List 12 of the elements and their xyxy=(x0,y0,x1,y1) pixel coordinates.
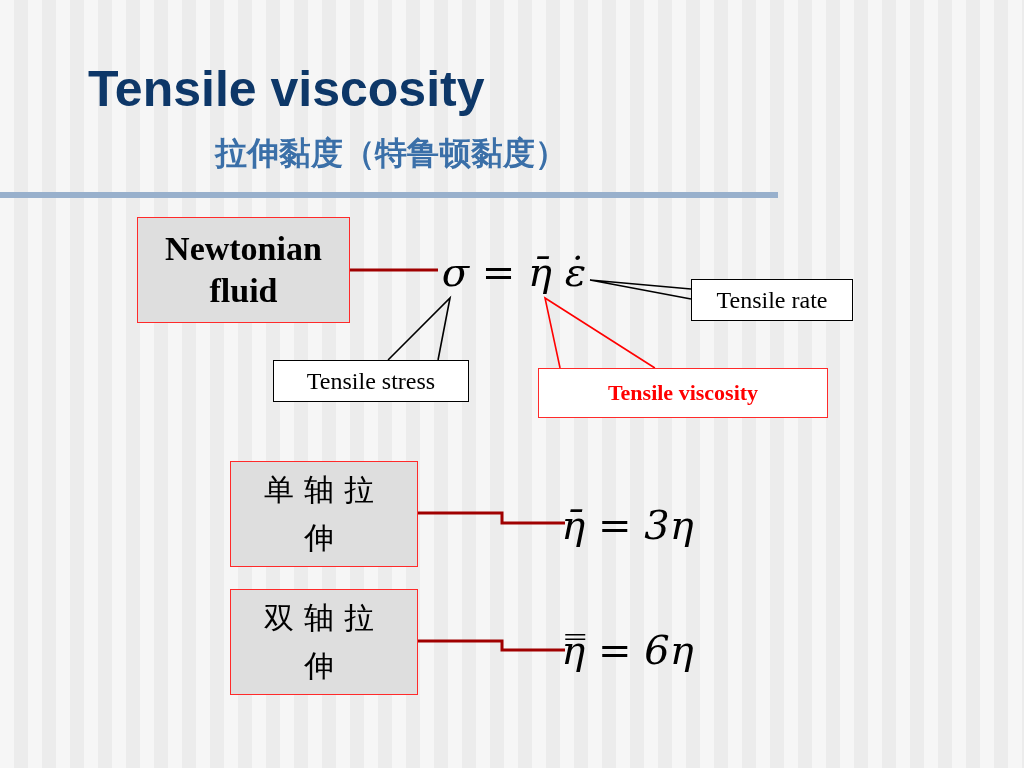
callout-box: Tensile viscosity xyxy=(538,368,828,418)
connector-line xyxy=(418,511,565,525)
callout-box: Tensile stress xyxy=(273,360,469,402)
slide-subtitle: 拉伸黏度（特鲁顿黏度） xyxy=(215,133,567,174)
process-box: Newtonian fluid xyxy=(137,217,350,323)
connector-line xyxy=(350,268,438,272)
connector-line xyxy=(418,639,565,652)
process-box: 双轴拉伸 xyxy=(230,589,418,695)
callout-box: Tensile rate xyxy=(691,279,853,321)
equation: σ = η̄ ε̇ xyxy=(438,245,590,298)
process-box: 单轴拉伸 xyxy=(230,461,418,567)
slide-title: Tensile viscosity xyxy=(88,60,485,118)
